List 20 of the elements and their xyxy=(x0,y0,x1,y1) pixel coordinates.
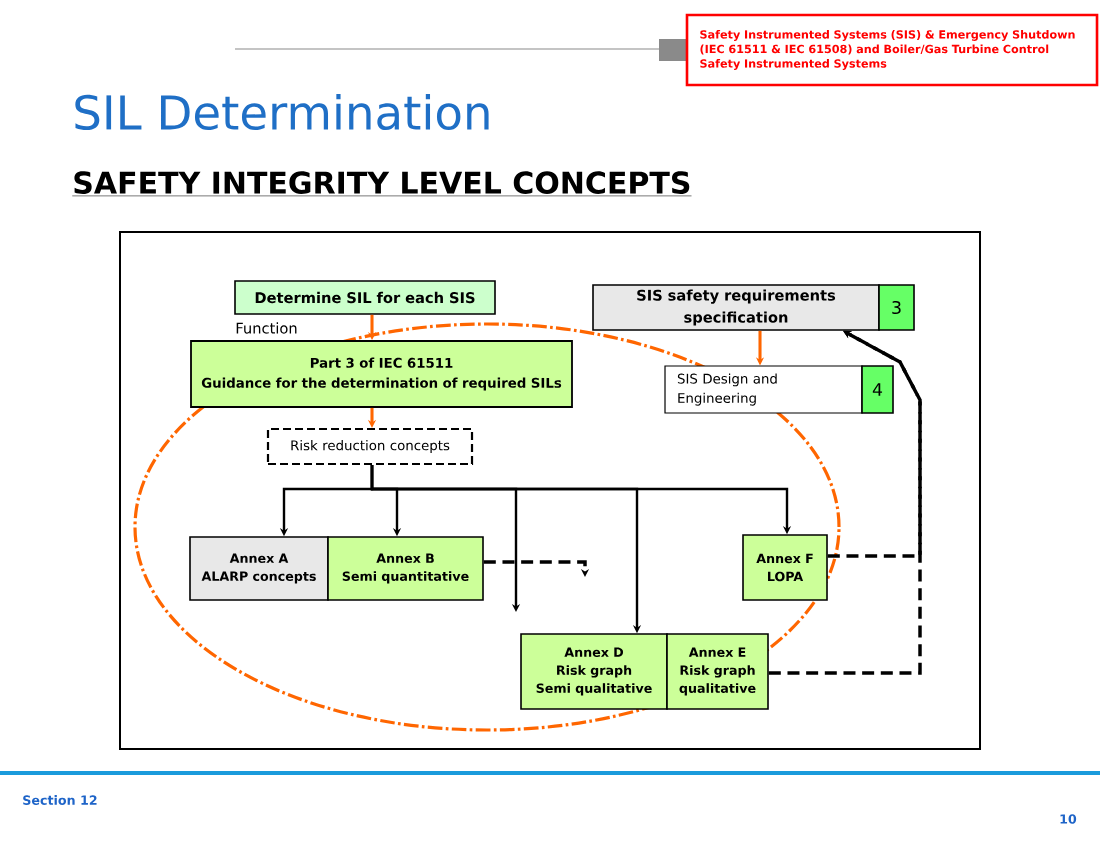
process-box: SIS safety requirements specification xyxy=(592,284,880,331)
annex-box: Annex D Risk graph Semi qualitative xyxy=(520,633,668,710)
slide-title: SIL Determination xyxy=(75,93,489,131)
process-box: Part 3 of IEC 61511 Guidance for the determination of required SILs xyxy=(190,340,573,408)
subject-box: Safety Instrumented Systems (SIS) & Emergency Shutdown (IEC 61511 & IEC 61508) and Boiler/Gas Turbine Control Safety Instrumented Systems xyxy=(685,13,1099,87)
concept-box: Risk reduction concepts xyxy=(266,427,474,466)
annex-box: Annex F LOPA xyxy=(742,534,828,601)
process-box: Determine SIL for each SIS xyxy=(234,280,496,315)
node-caption: Function xyxy=(236,322,297,334)
annex-box: Annex A ALARP concepts xyxy=(189,536,329,601)
page-number: 10 xyxy=(1060,814,1077,824)
annex-box: Annex B Semi quantitative xyxy=(327,536,484,601)
subtitle: SAFETY INTEGRITY LEVEL CONCEPTS xyxy=(72,171,692,197)
dashed-arrow xyxy=(483,560,590,577)
annex-box: Annex E Risk graph qualitative xyxy=(666,633,769,710)
step-number-box: 3 xyxy=(878,284,915,331)
process-box: SIS Design and Engineering xyxy=(664,365,863,414)
dashed-arrow xyxy=(768,330,922,675)
step-number-box: 4 xyxy=(861,365,894,414)
section-label: Section 12 xyxy=(23,795,97,805)
